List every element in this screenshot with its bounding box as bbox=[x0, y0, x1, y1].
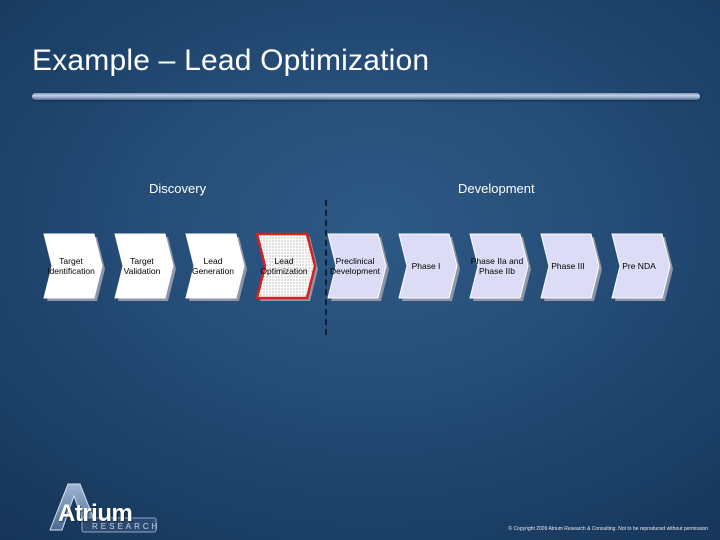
logo-wordmark: Atrium bbox=[58, 500, 133, 527]
stage-preclinical-development: Preclinical Development bbox=[327, 233, 389, 301]
stage-shape bbox=[611, 233, 673, 301]
slide-title: Example – Lead Optimization bbox=[32, 44, 430, 77]
stage-label: Lead Generation bbox=[191, 256, 235, 276]
discovery-header: Discovery bbox=[149, 181, 207, 196]
stage-chevron bbox=[327, 233, 387, 299]
title-underline bbox=[32, 93, 700, 100]
stage-shape bbox=[255, 232, 318, 301]
atrium-logo: Atrium RESEARCH bbox=[46, 478, 158, 534]
copyright-notice: © Copyright 2009 Atrium Research & Consu… bbox=[508, 526, 708, 532]
stage-label: Phase I bbox=[411, 261, 441, 271]
stage-phase-i: Phase I bbox=[398, 233, 460, 301]
stage-shape bbox=[540, 233, 602, 301]
stage-label: Phase III bbox=[551, 261, 585, 271]
stage-lead-generation: Lead Generation bbox=[185, 233, 247, 301]
phase-divider bbox=[325, 200, 327, 335]
stage-target-validation: Target Validation bbox=[114, 233, 176, 301]
stage-chevron bbox=[540, 233, 600, 299]
stage-shape bbox=[398, 233, 460, 301]
stage-chevron bbox=[114, 233, 174, 299]
stage-label: Pre NDA bbox=[622, 261, 656, 271]
stage-label: Lead Optimization bbox=[260, 256, 308, 276]
stage-phase-iii: Phase III bbox=[540, 233, 602, 301]
stage-chevron bbox=[43, 233, 103, 299]
stage-label: Preclinical Development bbox=[329, 256, 381, 276]
logo-subtitle: RESEARCH bbox=[92, 522, 161, 531]
stage-chevron bbox=[255, 232, 317, 300]
stage-label: Target Validation bbox=[123, 256, 161, 276]
stage-chevron bbox=[469, 233, 529, 299]
atrium-logo-mark bbox=[49, 483, 157, 533]
stage-pre-nda: Pre NDA bbox=[611, 233, 673, 301]
stage-shape bbox=[469, 233, 531, 301]
stage-label: Phase IIa and Phase IIb bbox=[470, 256, 524, 276]
stage-shape bbox=[114, 233, 176, 301]
stage-target-identification: Target Identification bbox=[43, 233, 105, 301]
stage-shape bbox=[327, 233, 389, 301]
stage-chevron bbox=[611, 233, 671, 299]
stage-phase-ii: Phase IIa and Phase IIb bbox=[469, 233, 531, 301]
development-header: Development bbox=[458, 181, 535, 196]
stage-label: Target Identification bbox=[47, 256, 95, 276]
stage-chevron bbox=[185, 233, 245, 299]
stage-shape bbox=[185, 233, 247, 301]
stage-chevron bbox=[398, 233, 458, 299]
stage-shape bbox=[43, 233, 105, 301]
stage-lead-optimization: Lead Optimization bbox=[255, 232, 318, 301]
